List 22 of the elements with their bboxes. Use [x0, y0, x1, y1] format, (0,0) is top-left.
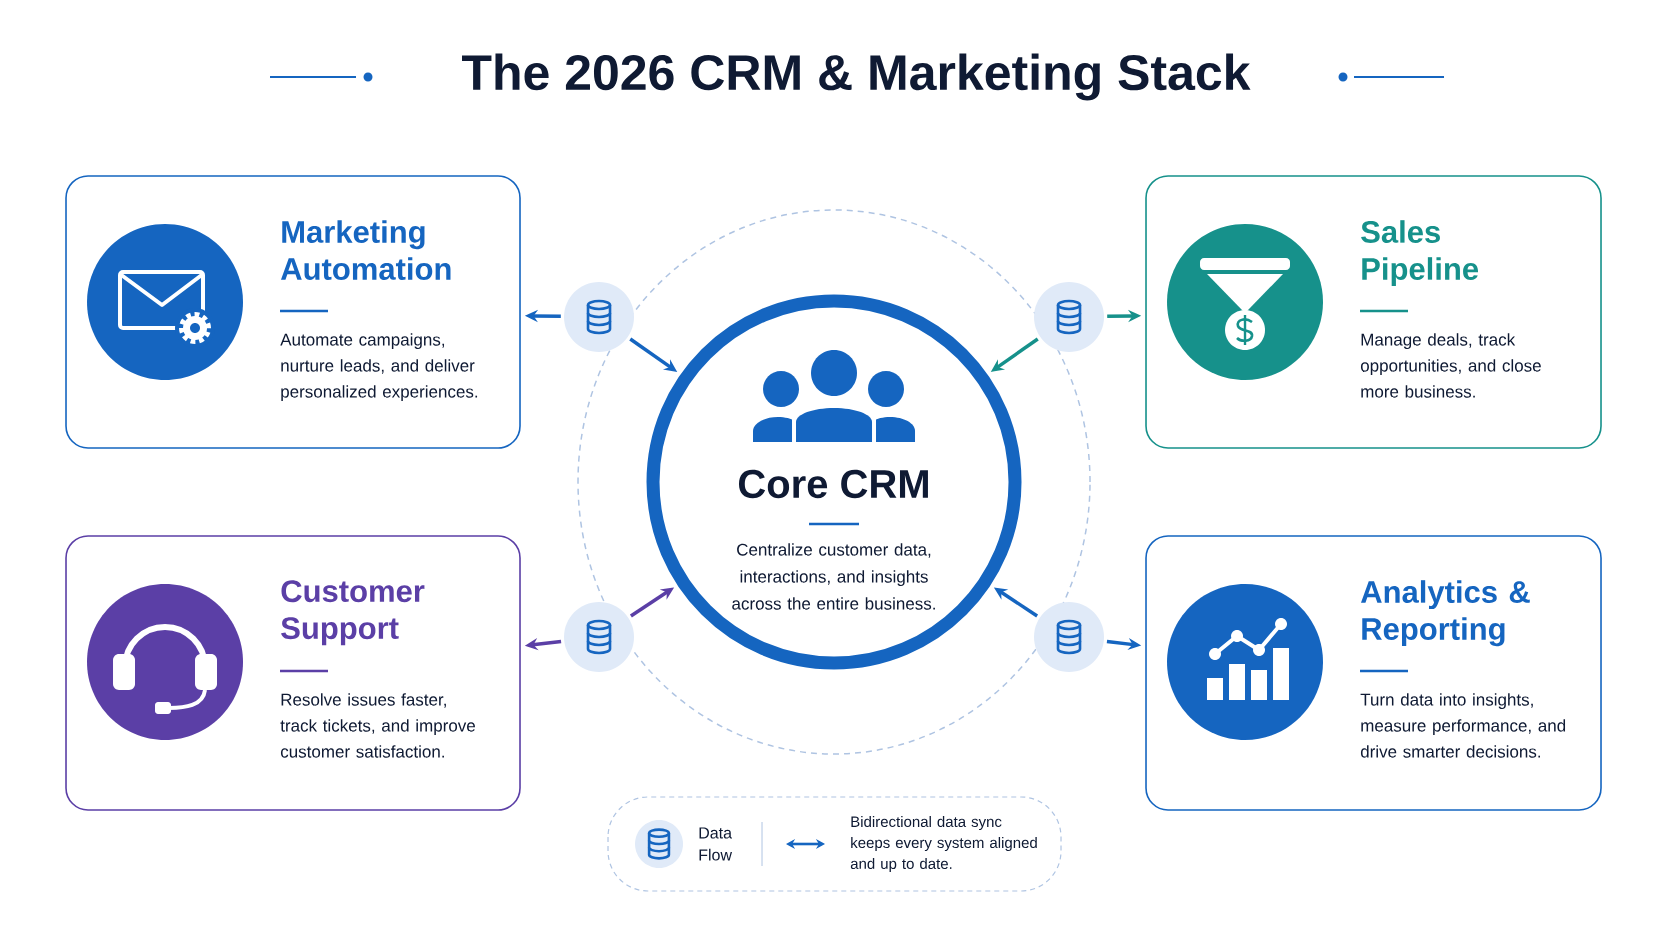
legend-text: Data Flow: [699, 827, 733, 861]
hub-description: Centralize customer data, interactions, and insights across the entire business.: [732, 543, 935, 610]
service-card: [1145, 175, 1602, 449]
card-description: Automate campaigns, nurture leads, and deliver personalized experiences.: [280, 333, 478, 402]
card-heading: Analytics & Reporting: [1361, 580, 1530, 647]
database-icon: [1034, 282, 1104, 352]
title: The 2026 CRM & Marketing Stack: [462, 53, 1251, 101]
service-card: [65, 175, 521, 449]
service-card: [65, 535, 521, 811]
database-icon: [564, 602, 634, 672]
database-icon: [564, 282, 634, 352]
legend-text: Bidirectional data sync keeps every system aligned and up to date.: [850, 816, 1037, 872]
card-heading: Marketing Automation: [281, 220, 451, 280]
card-description: Resolve issues faster, track tickets, and improve customer satisfaction.: [280, 693, 475, 758]
database-icon: [1034, 602, 1104, 672]
card-description: Turn data into insights, measure performance, and drive smarter decisions.: [1360, 693, 1566, 758]
card-heading: Sales Pipeline: [1361, 220, 1479, 287]
service-card: [1145, 535, 1602, 811]
card-description: Manage deals, track opportunities, and close more business.: [1360, 333, 1541, 398]
hub-circle: [646, 294, 1022, 670]
hub-heading: Core CRM: [739, 469, 928, 499]
card-heading: Customer Support: [281, 580, 425, 646]
